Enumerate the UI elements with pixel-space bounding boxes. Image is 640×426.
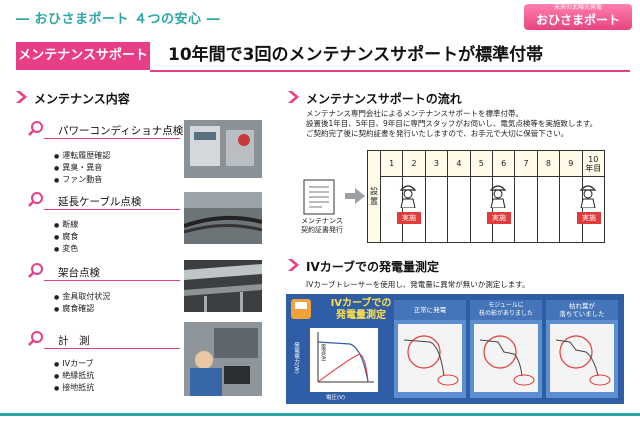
year-cell: 3 — [424, 150, 449, 177]
year-cell: 1 — [379, 150, 404, 177]
year-cell: 4 — [447, 150, 471, 177]
meter-icon — [291, 299, 311, 319]
desc-line: メンテナンス専門会社によるメンテナンスサポートを標準付帯。 — [306, 109, 523, 118]
bullet-item: ファン動音 — [54, 174, 110, 186]
desc-line: ご契約完了後に契約証書を発行いたしますので、お手元で大切に保管下さい。 — [306, 129, 569, 138]
year-cell: 9 — [559, 150, 583, 177]
bullet-item: 接地抵抗 — [54, 382, 94, 394]
case-chart — [550, 324, 614, 392]
graph-ylabel: 電流(A) — [320, 344, 326, 362]
iv-graph: 電流(A) — [310, 328, 378, 392]
year-cell: 2 — [402, 150, 426, 177]
photo-power-conditioner — [184, 120, 262, 178]
bullet-list: 運転履歴確認 異臭・異音 ファン動音 — [54, 150, 110, 186]
magnifier-icon — [28, 121, 43, 136]
schedule-cell — [559, 176, 583, 243]
bullet-item: 絶縁抵抗 — [54, 370, 94, 382]
document-icon — [303, 179, 335, 215]
photo-mount — [184, 260, 262, 312]
case-chart — [398, 324, 462, 392]
iv-panel-title: IVカーブでの 発電量測定 — [330, 298, 392, 321]
top-title: ― おひさまポート ４つの安心 ― — [16, 12, 221, 27]
graph-xlabel: 電圧(V) — [326, 395, 346, 401]
case-card: 枯れ葉が 落ちていました — [546, 300, 618, 398]
case-label: 正常に発電 — [394, 300, 466, 320]
year-cell: 8 — [536, 150, 561, 177]
year-cell: 10 年目 — [581, 150, 605, 177]
year-cell: 7 — [514, 150, 538, 177]
magnifier-icon — [28, 192, 43, 207]
schedule-table: 1 2 3 4 5 6 7 8 9 10 年目 — [379, 150, 605, 243]
logo-name: おひさまポート — [535, 13, 620, 27]
item-underline — [44, 138, 180, 139]
bullet-item: 変色 — [54, 243, 78, 255]
contract-label: メンテナンス 契約証書発行 — [301, 217, 343, 234]
item-underline — [44, 280, 180, 281]
bullet-list: 金具取付状況 腐食確認 — [54, 291, 110, 315]
case-chart — [474, 324, 538, 392]
arrow-right-icon — [345, 188, 365, 204]
bullet-list: 断線 腐食 変色 — [54, 219, 78, 255]
implementation-badge: 実施 — [577, 212, 601, 224]
chevron-right-icon — [288, 91, 299, 103]
photo-cable — [184, 192, 262, 244]
bullet-item: 運転履歴確認 — [54, 150, 110, 162]
bullet-item: 断線 — [54, 219, 78, 231]
implementation-badge: 実施 — [487, 212, 511, 224]
schedule-cell — [379, 176, 404, 243]
flow-title: メンテナンスサポートの流れ — [306, 92, 462, 106]
schedule-cell — [514, 176, 538, 243]
maintenance-content-title: メンテナンス内容 — [34, 92, 130, 106]
desc-line: 設置後1年目、5年目、9年目に専門スタッフがお伺いし、電気点検等を実施致します。 — [306, 119, 598, 128]
worker-icon — [399, 185, 417, 208]
schedule-cell — [536, 176, 561, 243]
bullet-item: IVカーブ — [54, 358, 94, 370]
chevron-right-icon — [288, 259, 299, 271]
footer-rule — [0, 413, 640, 416]
iv-curve-graphic — [317, 332, 374, 383]
schedule-cell — [424, 176, 449, 243]
magnifier-icon — [28, 263, 43, 278]
year-cell: 5 — [469, 150, 493, 177]
graph-side-label: 発電電力(W) — [293, 342, 299, 374]
iv-description: IVカーブトレーサーを使用し、発電量に異常が無いか測定します。 — [306, 280, 530, 289]
schedule-cell — [469, 176, 493, 243]
iv-title: IVカーブでの発電量測定 — [306, 260, 440, 274]
bullet-item: 異臭・異音 — [54, 162, 110, 174]
case-label: 枯れ葉が 落ちていました — [546, 300, 618, 320]
case-card: モジュールに 枝の影がありました — [470, 300, 542, 398]
item-label-cable: 延長ケーブル点検 — [58, 196, 142, 208]
item-underline — [44, 348, 180, 349]
iv-panel: IVカーブでの 発電量測定 電流(A) 発電電力(W) 電圧(V) 正常に発電 … — [286, 294, 624, 404]
case-label: モジュールに 枝の影がありました — [470, 300, 542, 320]
headline-rule — [150, 70, 630, 72]
flow-description: メンテナンス専門会社によるメンテナンスサポートを標準付帯。 設置後1年目、5年目… — [306, 109, 626, 139]
brand-logo[interactable]: 未来の太陽光発電 おひさまポート — [524, 4, 632, 30]
bullet-list: IVカーブ 絶縁抵抗 接地抵抗 — [54, 358, 94, 394]
page-headline: 10年間で3回のメンテナンスサポートが標準付帯 — [168, 45, 544, 65]
bullet-item: 腐食 — [54, 231, 78, 243]
photo-measurement — [184, 322, 262, 396]
bullet-item: 金具取付状況 — [54, 291, 110, 303]
item-label-power-conditioner: パワーコンディショナ点検 — [58, 125, 184, 137]
item-underline — [44, 209, 180, 210]
chevron-right-icon — [16, 91, 27, 103]
worker-icon — [489, 185, 507, 208]
row-label-setup: 設置 — [367, 150, 381, 243]
case-card: 正常に発電 — [394, 300, 466, 398]
schedule-cell — [447, 176, 471, 243]
section-badge: メンテナンスサポート — [16, 42, 150, 70]
worker-icon — [579, 185, 597, 208]
implementation-badge: 実施 — [397, 212, 421, 224]
bullet-item: 腐食確認 — [54, 303, 110, 315]
item-label-mount: 架台点検 — [58, 267, 100, 279]
item-label-measurement: 計 測 — [58, 335, 90, 347]
year-cell: 6 — [491, 150, 516, 177]
magnifier-icon — [28, 331, 43, 346]
logo-tagline: 未来の太陽光発電 — [553, 4, 602, 11]
